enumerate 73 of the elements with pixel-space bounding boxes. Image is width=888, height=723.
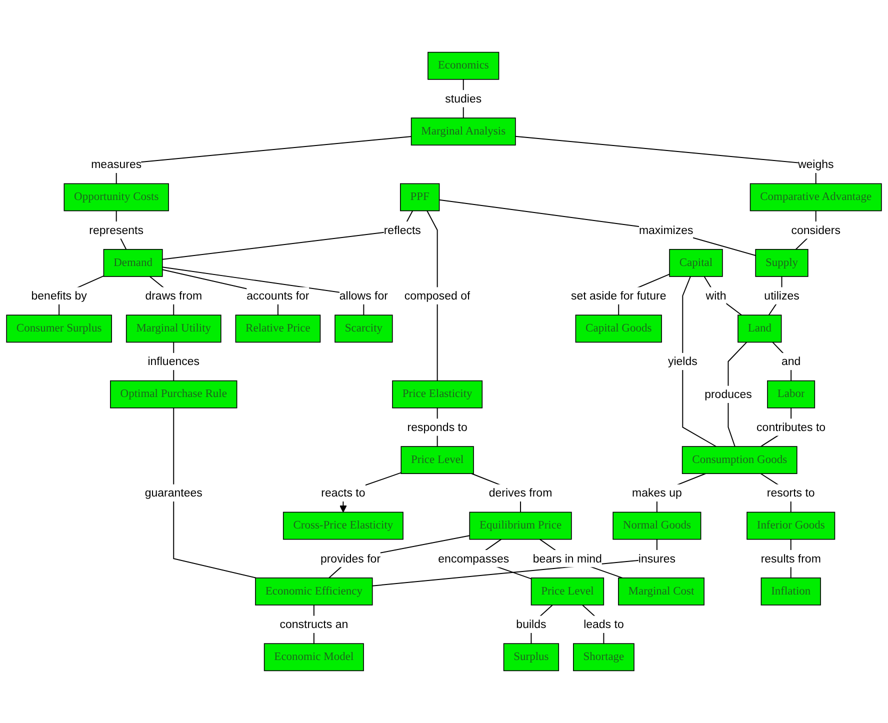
node-box: Relative Price xyxy=(235,314,321,343)
node-box: Supply xyxy=(755,248,808,277)
node-box: Demand xyxy=(103,248,163,277)
node-box: Price Level xyxy=(530,578,604,606)
edge-label: produces xyxy=(704,387,752,401)
edge-label: weighs xyxy=(798,157,834,171)
connector xyxy=(682,276,717,447)
edge-label: bears in mind xyxy=(532,552,602,565)
connector xyxy=(162,210,414,260)
edge-label: studies xyxy=(445,92,482,105)
node-box: Marginal Analysis xyxy=(410,118,516,146)
node-box: Price Elasticity xyxy=(392,380,483,408)
edge-label: draws from xyxy=(145,288,202,302)
edge-label: accounts for xyxy=(246,288,310,302)
node-box: Optimal Purchase Rule xyxy=(110,380,238,408)
node-box: Scarcity xyxy=(334,314,393,343)
node-box: Normal Goods xyxy=(612,512,702,540)
edge-label: composed of xyxy=(404,288,470,302)
edge-label: responds to xyxy=(407,420,468,434)
connector xyxy=(173,407,257,578)
edge-label: derives from xyxy=(488,486,552,500)
connector xyxy=(438,199,756,256)
edge-label: allows for xyxy=(339,288,388,302)
connector xyxy=(772,342,792,382)
node-box: PPF xyxy=(400,183,440,212)
node-box: Consumption Goods xyxy=(682,446,798,474)
edge-label: provides for xyxy=(320,552,381,565)
edge-label: set aside for future xyxy=(571,288,666,302)
connector xyxy=(514,136,816,184)
edge-label: measures xyxy=(91,157,142,171)
edge-label: resorts to xyxy=(766,486,815,500)
node-box: Inferior Goods xyxy=(746,512,836,540)
edge-label: reflects xyxy=(384,223,421,236)
node-box: Cross-Price Elasticity xyxy=(282,512,404,540)
node-box: Price Level xyxy=(400,446,474,474)
edge-label: constructs an xyxy=(280,617,348,630)
edge-label: reacts to xyxy=(321,486,366,500)
edge-label: contributes to xyxy=(756,420,826,434)
connector xyxy=(426,210,438,382)
node-box: Economics xyxy=(428,52,500,80)
edge-label: results from xyxy=(760,552,821,565)
node-box: Capital Goods xyxy=(575,314,662,343)
node-box: Labor xyxy=(767,380,816,408)
node-box: Consumer Surplus xyxy=(6,314,112,343)
node-box: Economic Model xyxy=(264,643,364,672)
edge-label: leads to xyxy=(584,617,624,630)
node-box: Equilibrium Price xyxy=(469,512,572,540)
edge-label: makes up xyxy=(632,486,682,500)
node-box: Opportunity Costs xyxy=(64,183,169,212)
node-box: Shortage xyxy=(573,643,634,672)
connector xyxy=(704,276,742,316)
edge-label: utilizes xyxy=(764,288,800,302)
edge-label: maximizes xyxy=(638,223,694,236)
node-box: Economic Efficiency xyxy=(255,578,373,606)
node-box: Marginal Cost xyxy=(618,578,704,606)
edge-label: with xyxy=(706,288,726,302)
edge-label: insures xyxy=(638,552,676,565)
edge-label: influences xyxy=(148,354,200,368)
node-box: Inflation xyxy=(760,578,821,606)
edge-label: encompasses xyxy=(438,552,510,565)
edge-label: guarantees xyxy=(144,486,202,500)
edge-label: represents xyxy=(89,223,144,236)
edge-label: benefits by xyxy=(31,288,87,302)
node-box: Capital xyxy=(669,248,723,277)
node-box: Marginal Utility xyxy=(126,314,222,343)
node-box: Comparative Advantage xyxy=(750,183,882,212)
edge-label: builds xyxy=(516,617,546,630)
edge-label: and xyxy=(781,354,801,368)
edge-label: considers xyxy=(791,223,840,236)
edge-label: yields xyxy=(668,354,698,368)
node-box: Land xyxy=(738,314,782,343)
connector xyxy=(116,136,412,184)
node-box: Surplus xyxy=(503,643,560,672)
